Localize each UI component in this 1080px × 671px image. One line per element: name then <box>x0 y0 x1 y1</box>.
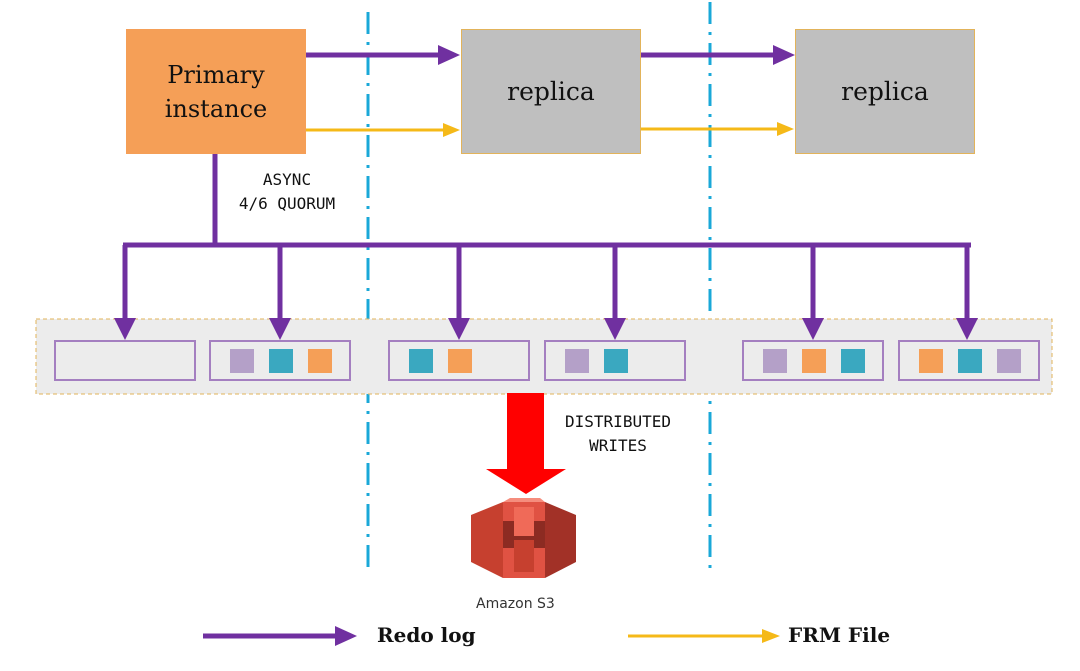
data-block-teal <box>958 349 982 373</box>
arrowhead <box>438 45 460 65</box>
primary-instance-node: Primary instance <box>126 29 306 154</box>
primary-label-line1: Primary <box>167 60 265 89</box>
replica-node: replica <box>795 29 975 154</box>
replica-node: replica <box>461 29 641 154</box>
amazon-s3-label: Amazon S3 <box>476 596 555 612</box>
distributed-write-arrowhead <box>486 469 566 494</box>
async-quorum-label: ASYNC 4/6 QUORUM <box>222 168 352 216</box>
arrowhead <box>604 318 626 340</box>
arrowhead <box>956 318 978 340</box>
data-block-teal <box>409 349 433 373</box>
data-block-teal <box>604 349 628 373</box>
data-block-orange <box>448 349 472 373</box>
arrowhead <box>448 318 470 340</box>
data-block-teal <box>269 349 293 373</box>
arrowhead <box>802 318 824 340</box>
arrowhead <box>335 626 357 646</box>
arrowhead <box>269 318 291 340</box>
legend-redo-label: Redo log <box>377 623 476 647</box>
storage-segment <box>54 340 196 381</box>
amazon-s3-icon <box>471 498 576 578</box>
arrowhead <box>777 122 794 136</box>
distributed-label-line1: DISTRIBUTED <box>565 412 671 431</box>
data-block-lavender <box>230 349 254 373</box>
async-label-line2: 4/6 QUORUM <box>238 194 336 213</box>
replica-label: replica <box>841 77 929 106</box>
distributed-writes-label: DISTRIBUTED WRITES <box>548 410 688 458</box>
arrowhead <box>114 318 136 340</box>
distributed-write-arrow-shaft <box>507 393 544 471</box>
data-block-orange <box>308 349 332 373</box>
data-block-teal <box>841 349 865 373</box>
distributed-label-line2: WRITES <box>589 436 647 455</box>
data-block-lavender <box>763 349 787 373</box>
storage-segments <box>54 340 1040 381</box>
arrowhead <box>762 629 780 643</box>
data-block-orange <box>919 349 943 373</box>
data-block-lavender <box>565 349 589 373</box>
legend-frm-label: FRM File <box>788 623 891 647</box>
async-label-line1: ASYNC <box>262 170 312 189</box>
data-block-orange <box>802 349 826 373</box>
replica-label: replica <box>507 77 595 106</box>
data-block-lavender <box>997 349 1021 373</box>
arrowhead <box>443 123 460 137</box>
arrowhead <box>773 45 795 65</box>
primary-label-line2: instance <box>164 94 268 123</box>
quorum-drop-arrows <box>114 245 978 340</box>
